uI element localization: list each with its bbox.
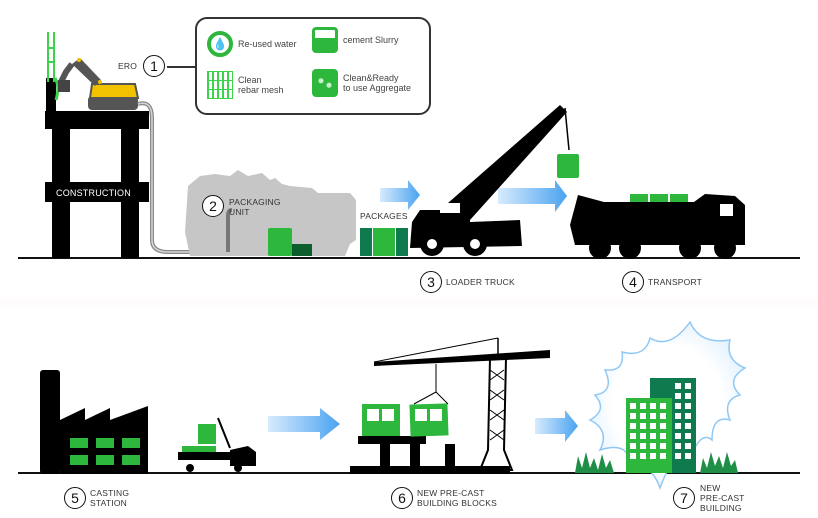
label-line: NEW PRE-CAST [417,488,485,498]
ero-robot [57,58,140,110]
aggregate-icon [312,69,338,97]
lifted-package [557,154,579,178]
label-line: PRE-CAST [700,493,745,503]
building-window [640,403,646,409]
step-3-label: LOADER TRUCK [446,277,515,287]
building-window [650,453,656,459]
label-line: BUILDING [700,503,742,513]
building-window [630,443,636,449]
building-window [660,453,666,459]
row-separator [0,296,818,308]
building-window [630,413,636,419]
building-window [685,443,691,449]
legend-item-reused-water: 💧 Re-used water [207,31,297,57]
label-line: PACKAGING [229,197,281,207]
building-window [675,443,681,449]
label-line: NEW [700,483,721,493]
building-window [630,423,636,429]
grass-left [575,452,614,473]
building-window [660,443,666,449]
packages-label: PACKAGES [360,211,408,221]
building-window [650,433,656,439]
step-5-number: 5 [64,487,86,509]
legend-connector [167,66,195,68]
building-window [640,423,646,429]
flow-arrow-4 [535,410,578,442]
label-line: UNIT [229,207,250,217]
label-line: BUILDING BLOCKS [417,498,497,508]
step-7-number: 7 [673,487,695,509]
transport-truck [570,194,745,259]
building-window [650,403,656,409]
building-window [660,433,666,439]
building-window [640,413,646,419]
building-window [630,433,636,439]
legend-item-cement-slurry: cement Slurry [312,27,399,53]
casting-factory [40,370,148,474]
package-block-dark [292,244,312,256]
step-4-number: 4 [622,271,644,293]
building-window [640,453,646,459]
building-window [675,413,681,419]
building-window [660,423,666,429]
rebar-column [47,32,55,82]
building-window [675,383,681,389]
step-1-label: ERO [118,61,138,71]
legend-text-line: Clean&Ready [343,73,399,83]
construction-label: CONSTRUCTION [56,188,131,198]
cement-slurry-icon [312,27,338,53]
building-window [630,403,636,409]
building-window [685,403,691,409]
building-window [660,413,666,419]
step-1-number: 1 [143,55,165,77]
building-window [685,413,691,419]
building-window [650,413,656,419]
label-line: STATION [90,498,127,508]
building-window [650,443,656,449]
flow-arrow-1 [380,180,420,210]
building-window [650,423,656,429]
package-block [268,228,292,256]
building-window [630,453,636,459]
label-line: CASTING [90,488,130,498]
precast-blocks-site [350,337,550,474]
building-window [640,443,646,449]
flow-arrow-2 [498,180,567,212]
recycle-water-icon: 💧 [207,31,233,57]
legend-text-line: rebar mesh [238,85,284,95]
step-6-number: 6 [391,487,413,509]
loader-crane-truck [410,105,570,256]
building-window [675,453,681,459]
flow-arrow-3 [268,408,340,440]
building-window [675,403,681,409]
building-window [685,383,691,389]
construction-structure [45,32,149,258]
building-window [640,433,646,439]
building-window [685,423,691,429]
flatbed-crane-truck [178,417,256,472]
building-window [685,393,691,399]
rebar-mesh-icon [207,71,233,99]
grass-right [700,452,738,473]
building-window [685,433,691,439]
building-window [685,453,691,459]
legend-text-line: to use Aggregate [343,83,412,93]
building-window [675,423,681,429]
building-window [675,393,681,399]
packages-stack [360,228,408,256]
building-window [675,433,681,439]
building-window [660,403,666,409]
step-2-number: 2 [202,195,224,217]
step-4-label: TRANSPORT [648,277,703,287]
legend-text-line: Clean [238,75,262,85]
step-3-number: 3 [420,271,442,293]
